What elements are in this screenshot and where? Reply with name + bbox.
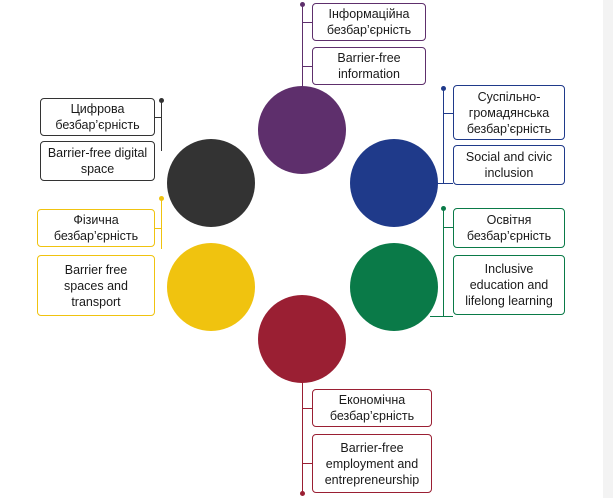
- label-economic-en: Barrier-free employment and entrepreneur…: [312, 434, 432, 493]
- label-education-en: Inclusive education and lifelong learnin…: [453, 255, 565, 315]
- connector-dot-economic: [300, 491, 305, 496]
- label-information-en: Barrier-free information: [312, 47, 426, 85]
- label-digital-en: Barrier-free digital space: [40, 141, 155, 181]
- circle-digital: [167, 139, 255, 227]
- circle-physical: [167, 243, 255, 331]
- page-edge: [603, 0, 613, 498]
- connector-line-economic: [302, 382, 303, 493]
- connector-dot-education: [441, 206, 446, 211]
- connector-line-education: [443, 209, 444, 316]
- connector-dot-digital: [159, 98, 164, 103]
- label-social-ua: Суспільно-громадянська безбар’єрність: [453, 85, 565, 140]
- circle-economic: [258, 295, 346, 383]
- label-physical-ua: Фізична безбар’єрність: [37, 209, 155, 247]
- label-social-en: Social and civic inclusion: [453, 145, 565, 185]
- circle-social: [350, 139, 438, 227]
- connector-line-digital: [161, 101, 162, 151]
- connector-dot-social: [441, 86, 446, 91]
- circle-information: [258, 86, 346, 174]
- connector-line-information: [302, 5, 303, 87]
- connector-line-social: [443, 89, 444, 184]
- label-information-ua: Інформаційна безбар’єрність: [312, 3, 426, 41]
- label-economic-ua: Економічна безбар’єрність: [312, 389, 432, 427]
- connector-line-physical: [161, 199, 162, 249]
- label-education-ua: Освітня безбар’єрність: [453, 208, 565, 248]
- label-physical-en: Barrier free spaces and transport: [37, 255, 155, 316]
- label-digital-ua: Цифрова безбар’єрність: [40, 98, 155, 136]
- connector-dot-information: [300, 2, 305, 7]
- circle-education: [350, 243, 438, 331]
- connector-dot-physical: [159, 196, 164, 201]
